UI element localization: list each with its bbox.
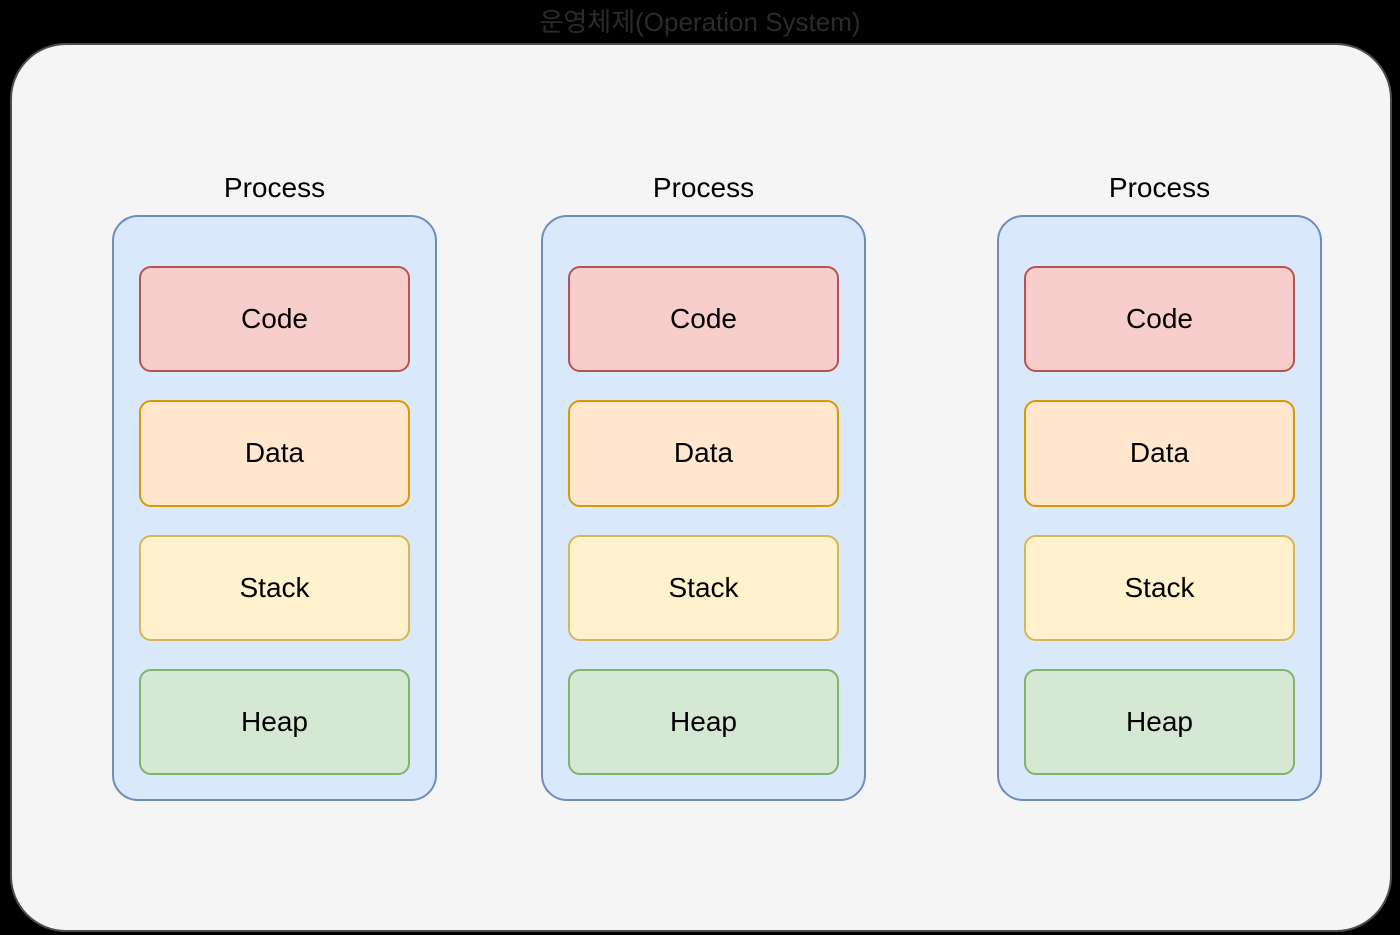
memory-segment-data-2[interactable]: Data [568, 400, 839, 507]
memory-segment-stack-3[interactable]: Stack [1024, 534, 1295, 641]
memory-segment-heap-3[interactable]: Heap [1024, 668, 1295, 775]
memory-segment-stack-2[interactable]: Stack [568, 534, 839, 641]
operating-system-container: Process Code Data Stack Heap Process Cod… [10, 43, 1392, 932]
process-label-2: Process [652, 172, 755, 203]
memory-segment-heap-2[interactable]: Heap [568, 668, 839, 775]
memory-segment-data-3[interactable]: Data [1024, 400, 1295, 507]
memory-segment-heap-1[interactable]: Heap [139, 668, 410, 775]
process-group-2[interactable]: Process Code Data Stack Heap [541, 171, 866, 801]
memory-segment-code-1[interactable]: Code [139, 266, 410, 373]
process-group-1[interactable]: Process Code Data Stack Heap [112, 171, 437, 801]
page-title: 운영체제(Operation System) [539, 7, 861, 37]
process-label-3: Process [1108, 172, 1211, 203]
memory-segment-data-1[interactable]: Data [139, 400, 410, 507]
process-row: Process Code Data Stack Heap Process Cod… [12, 45, 1390, 930]
process-box-3[interactable]: Code Data Stack Heap [997, 215, 1322, 801]
memory-segment-code-2[interactable]: Code [568, 266, 839, 373]
process-box-1[interactable]: Code Data Stack Heap [112, 215, 437, 801]
process-group-3[interactable]: Process Code Data Stack Heap [997, 171, 1322, 801]
memory-segment-code-3[interactable]: Code [1024, 266, 1295, 373]
process-label-1: Process [223, 172, 326, 203]
process-box-2[interactable]: Code Data Stack Heap [541, 215, 866, 801]
memory-segment-stack-1[interactable]: Stack [139, 534, 410, 641]
